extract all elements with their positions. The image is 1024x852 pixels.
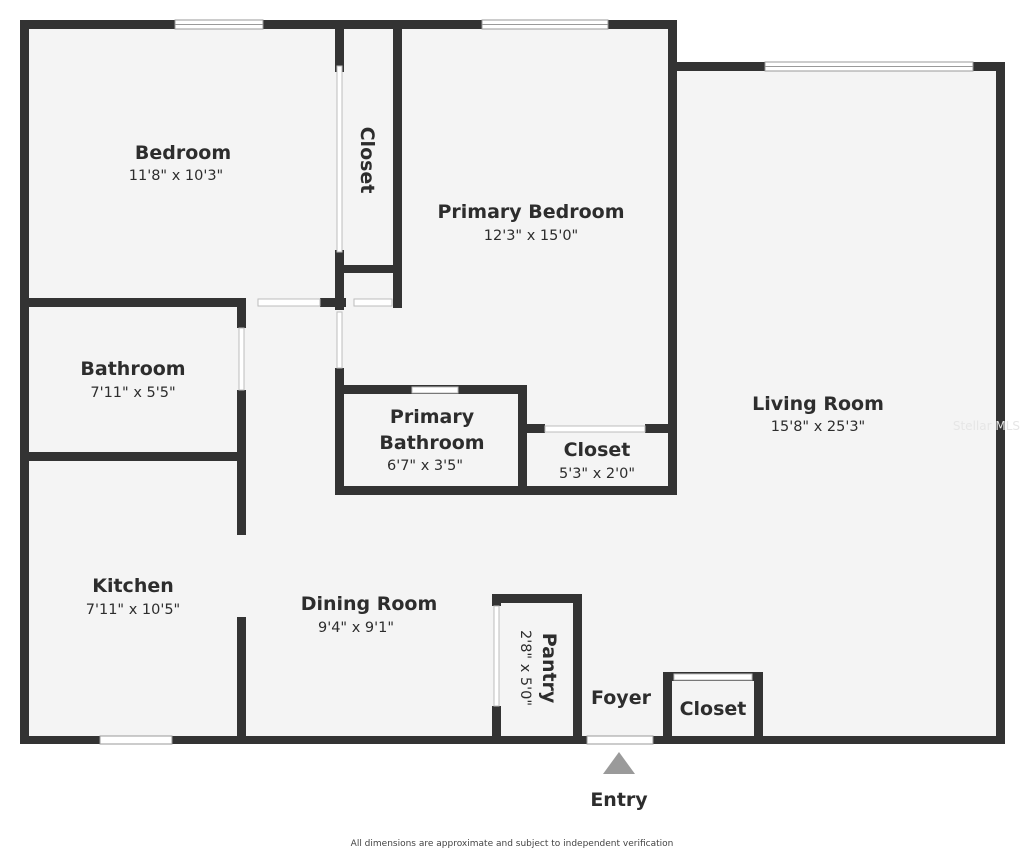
room-name-foyer: Foyer <box>591 687 652 709</box>
floor-area <box>20 20 1004 740</box>
disclaimer: All dimensions are approximate and subje… <box>351 839 674 849</box>
watermark: Stellar MLS <box>953 419 1020 433</box>
windows <box>99 19 974 745</box>
room-name-closet-primary: Closet <box>564 439 631 461</box>
room-name-primary-bedroom: Primary Bedroom <box>437 201 624 223</box>
room-name-closet-bedroom: Closet <box>356 127 378 194</box>
room-name-bathroom: Bathroom <box>80 358 185 380</box>
room-name-dining-room: Dining Room <box>301 593 438 615</box>
room-dims-kitchen: 7'11" x 10'5" <box>86 602 180 618</box>
room-name-pantry: Pantry <box>538 633 560 704</box>
room-dims-dining-room: 9'4" x 9'1" <box>318 620 394 636</box>
room-name-primary-bathroom-line1: Primary <box>390 406 475 428</box>
room-dims-primary-bathroom: 6'7" x 3'5" <box>387 458 463 474</box>
room-name-primary-bathroom-line2: Bathroom <box>379 432 484 454</box>
room-dims-living-room: 15'8" x 25'3" <box>771 419 865 435</box>
room-name-living-room: Living Room <box>752 393 884 415</box>
room-name-bedroom: Bedroom <box>135 142 231 164</box>
room-dims-closet-primary: 5'3" x 2'0" <box>559 466 635 482</box>
door-openings <box>238 65 753 707</box>
room-name-closet-foyer: Closet <box>680 698 747 720</box>
room-dims-bedroom: 11'8" x 10'3" <box>129 168 223 184</box>
room-dims-pantry: 2'8" x 5'0" <box>517 630 533 706</box>
walls <box>20 20 1005 744</box>
room-dims-bathroom: 7'11" x 5'5" <box>90 385 175 401</box>
room-name-kitchen: Kitchen <box>92 575 174 597</box>
room-dims-primary-bedroom: 12'3" x 15'0" <box>484 228 578 244</box>
entry-label: Entry <box>590 789 648 811</box>
entry-arrow-icon <box>603 752 635 774</box>
